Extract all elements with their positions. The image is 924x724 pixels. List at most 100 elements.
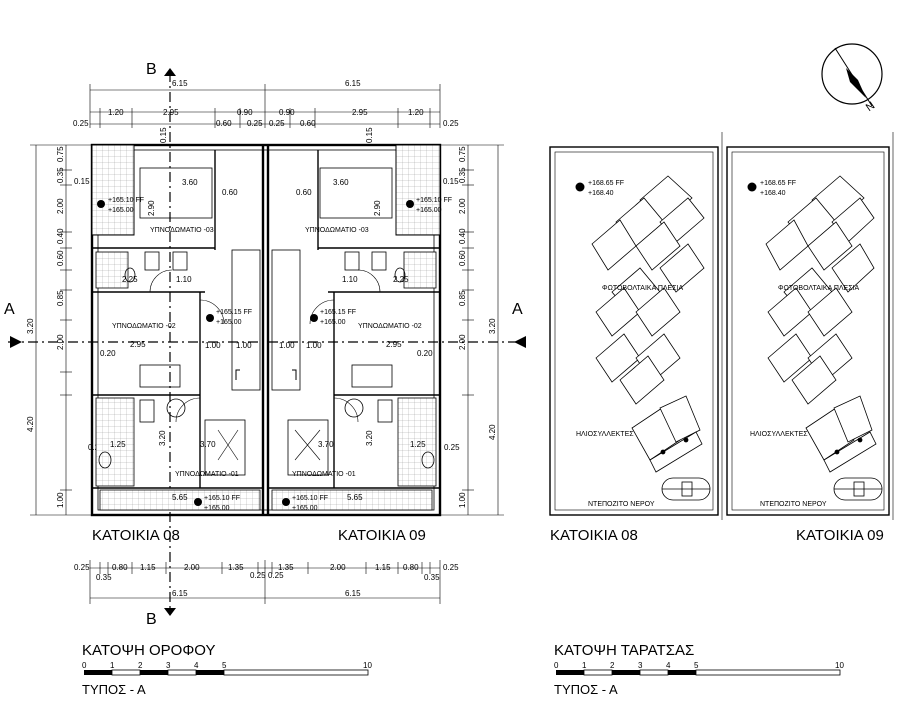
dim-label: 2.95 <box>163 108 179 117</box>
dim-label: 1.20 <box>108 108 124 117</box>
dim-label: 4.20 <box>488 424 497 440</box>
dim-label: 3.60 <box>182 178 198 187</box>
house-label-08: ΚΑΤΟΙΚΙΑ 08 <box>92 527 180 544</box>
sanitary-fixtures <box>98 251 435 469</box>
top-dimensions <box>89 84 441 128</box>
level-label: +165.00 <box>204 505 230 512</box>
room-label-bedroom-01: ΥΠΝΟΔΩΜΑΤΙΟ -01 <box>292 471 356 478</box>
dim-label: 5.65 <box>347 493 363 502</box>
dim-label: 2.95 <box>130 340 146 349</box>
dim-label: 2.90 <box>147 200 156 216</box>
level-label: +165.10 FF <box>204 495 240 502</box>
dim-label: 0.60 <box>216 119 232 128</box>
level-label: +168.40 <box>760 190 786 197</box>
dim-label: 0.20 <box>417 349 433 358</box>
level-label: +165.10 FF <box>292 495 328 502</box>
level-label: +165.15 FF <box>320 309 356 316</box>
dim-label: 1.25 <box>410 440 426 449</box>
dim-label: 2.90 <box>373 200 382 216</box>
dim-label: 4.20 <box>26 416 35 432</box>
dim-label: 1.35 <box>228 563 244 572</box>
dim-label: 1.15 <box>375 563 391 572</box>
dim-label: 1.00 <box>236 341 252 350</box>
dim-label: 0.60 <box>222 188 238 197</box>
dim-label: 2.95 <box>386 340 402 349</box>
scale-tick: 4 <box>666 661 671 670</box>
roof-plan: +168.65 FF +168.40 ΦΩΤΟΒΟΛΤΑΙΚΑ ΠΛΕΣΙΑ <box>549 132 894 697</box>
scale-tick: 1 <box>582 661 587 670</box>
dim-label: 0.40 <box>56 228 65 244</box>
dim-label: 0.60 <box>296 188 312 197</box>
floor-plan: B B A A <box>4 61 528 697</box>
top-dimension-labels: 6.15 6.15 0.25 1.20 2.95 0.90 0.90 2.95 … <box>73 79 459 143</box>
dim-label: 0.75 <box>56 146 65 162</box>
level-label: +168.65 FF <box>588 180 624 187</box>
section-mark-b-bottom: B <box>146 611 157 628</box>
roof-subtitle: ΤΥΠΟΣ - Α <box>554 682 618 697</box>
dim-label: 0.15 <box>365 127 374 143</box>
section-mark-a-right: A <box>512 301 523 318</box>
house-label-09: ΚΑΤΟΙΚΙΑ 09 <box>796 527 884 544</box>
scale-tick: 5 <box>222 661 227 670</box>
section-mark-a-left: A <box>4 301 15 318</box>
dim-label: 0.25 <box>247 119 263 128</box>
bottom-dimensions <box>89 560 441 604</box>
dim-label: 1.25 <box>110 440 126 449</box>
plan-title: ΚΑΤΟΨΗ ΟΡΟΦΟΥ <box>82 642 215 659</box>
dim-label: 0.15 <box>443 177 459 186</box>
dim-label: 3.20 <box>26 318 35 334</box>
dim-label: 1.00 <box>279 341 295 350</box>
dim-label: 1.00 <box>306 341 322 350</box>
dim-label: 0.25 <box>444 443 460 452</box>
right-dimension-labels: 3.20 4.20 0.75 0.35 2.00 0.40 0.60 0.85 … <box>444 146 497 508</box>
left-dimensions <box>30 144 92 516</box>
level-label: +168.40 <box>588 190 614 197</box>
dim-label: 0.20 <box>100 349 116 358</box>
dim-overall-right: 6.15 <box>345 79 361 88</box>
pv-panels <box>591 175 705 405</box>
solar-label: ΗΛΙΟΣΥΛΛΕΚΤΕΣ <box>750 431 808 438</box>
pv-label: ΦΩΤΟΒΟΛΤΑΙΚΑ ΠΛΕΣΙΑ <box>602 285 683 292</box>
dim-label: 1.15 <box>140 563 156 572</box>
scale-tick: 2 <box>610 661 615 670</box>
dim-label: 0.85 <box>458 290 467 306</box>
dim-label: 0.25 <box>443 119 459 128</box>
dim-label: 2.00 <box>458 334 467 350</box>
pv-label: ΦΩΤΟΒΟΛΤΑΙΚΑ ΠΛΕΣΙΑ <box>778 285 859 292</box>
scale-tick: 3 <box>166 661 171 670</box>
scale-tick: 0 <box>554 661 559 670</box>
scale-tick: 2 <box>138 661 143 670</box>
bottom-dimension-labels: 0.25 0.80 1.15 2.00 1.35 0.25 0.25 1.35 … <box>74 563 459 598</box>
dim-label: 0.25 <box>443 563 459 572</box>
level-label: +165.15 FF <box>216 309 252 316</box>
level-label: +168.65 FF <box>760 180 796 187</box>
scale-tick: 10 <box>835 661 844 670</box>
water-tank <box>833 477 883 501</box>
house-label-08: ΚΑΤΟΙΚΙΑ 08 <box>550 527 638 544</box>
scale-bar: 0 1 2 3 4 5 10 <box>554 661 844 676</box>
dim-label: 2.25 <box>122 275 138 284</box>
dim-label: 0.80 <box>403 563 419 572</box>
solar-collectors <box>631 395 703 473</box>
dim-label: 3.70 <box>318 440 334 449</box>
dim-label: 0.60 <box>56 250 65 266</box>
dim-label: 0.25 <box>73 119 89 128</box>
dim-label: 0.25 <box>74 563 90 572</box>
room-label-bedroom-02: ΥΠΝΟΔΩΜΑΤΙΟ -02 <box>112 323 176 330</box>
room-label-bedroom-03: ΥΠΝΟΔΩΜΑΤΙΟ -03 <box>305 227 369 234</box>
room-label-bedroom-03: ΥΠΝΟΔΩΜΑΤΙΟ -03 <box>150 227 214 234</box>
scale-tick: 5 <box>694 661 699 670</box>
dim-label: 0.25 <box>268 571 284 580</box>
dim-label: 2.00 <box>56 198 65 214</box>
dim-label: 0.15 <box>159 127 168 143</box>
dim-label: 2.00 <box>330 563 346 572</box>
room-labels: ΥΠΝΟΔΩΜΑΤΙΟ -03 ΥΠΝΟΔΩΜΑΤΙΟ -03 ΥΠΝΟΔΩΜΑ… <box>112 227 422 478</box>
right-dimensions <box>440 144 504 516</box>
level-label: +165.00 <box>216 319 242 326</box>
dim-label: 0.90 <box>279 108 295 117</box>
dim-label: 1.10 <box>176 275 192 284</box>
dim-label: 1.00 <box>205 341 221 350</box>
dim-label: 2.95 <box>352 108 368 117</box>
plan-subtitle: ΤΥΠΟΣ - Α <box>82 682 146 697</box>
dim-label: 1.20 <box>408 108 424 117</box>
